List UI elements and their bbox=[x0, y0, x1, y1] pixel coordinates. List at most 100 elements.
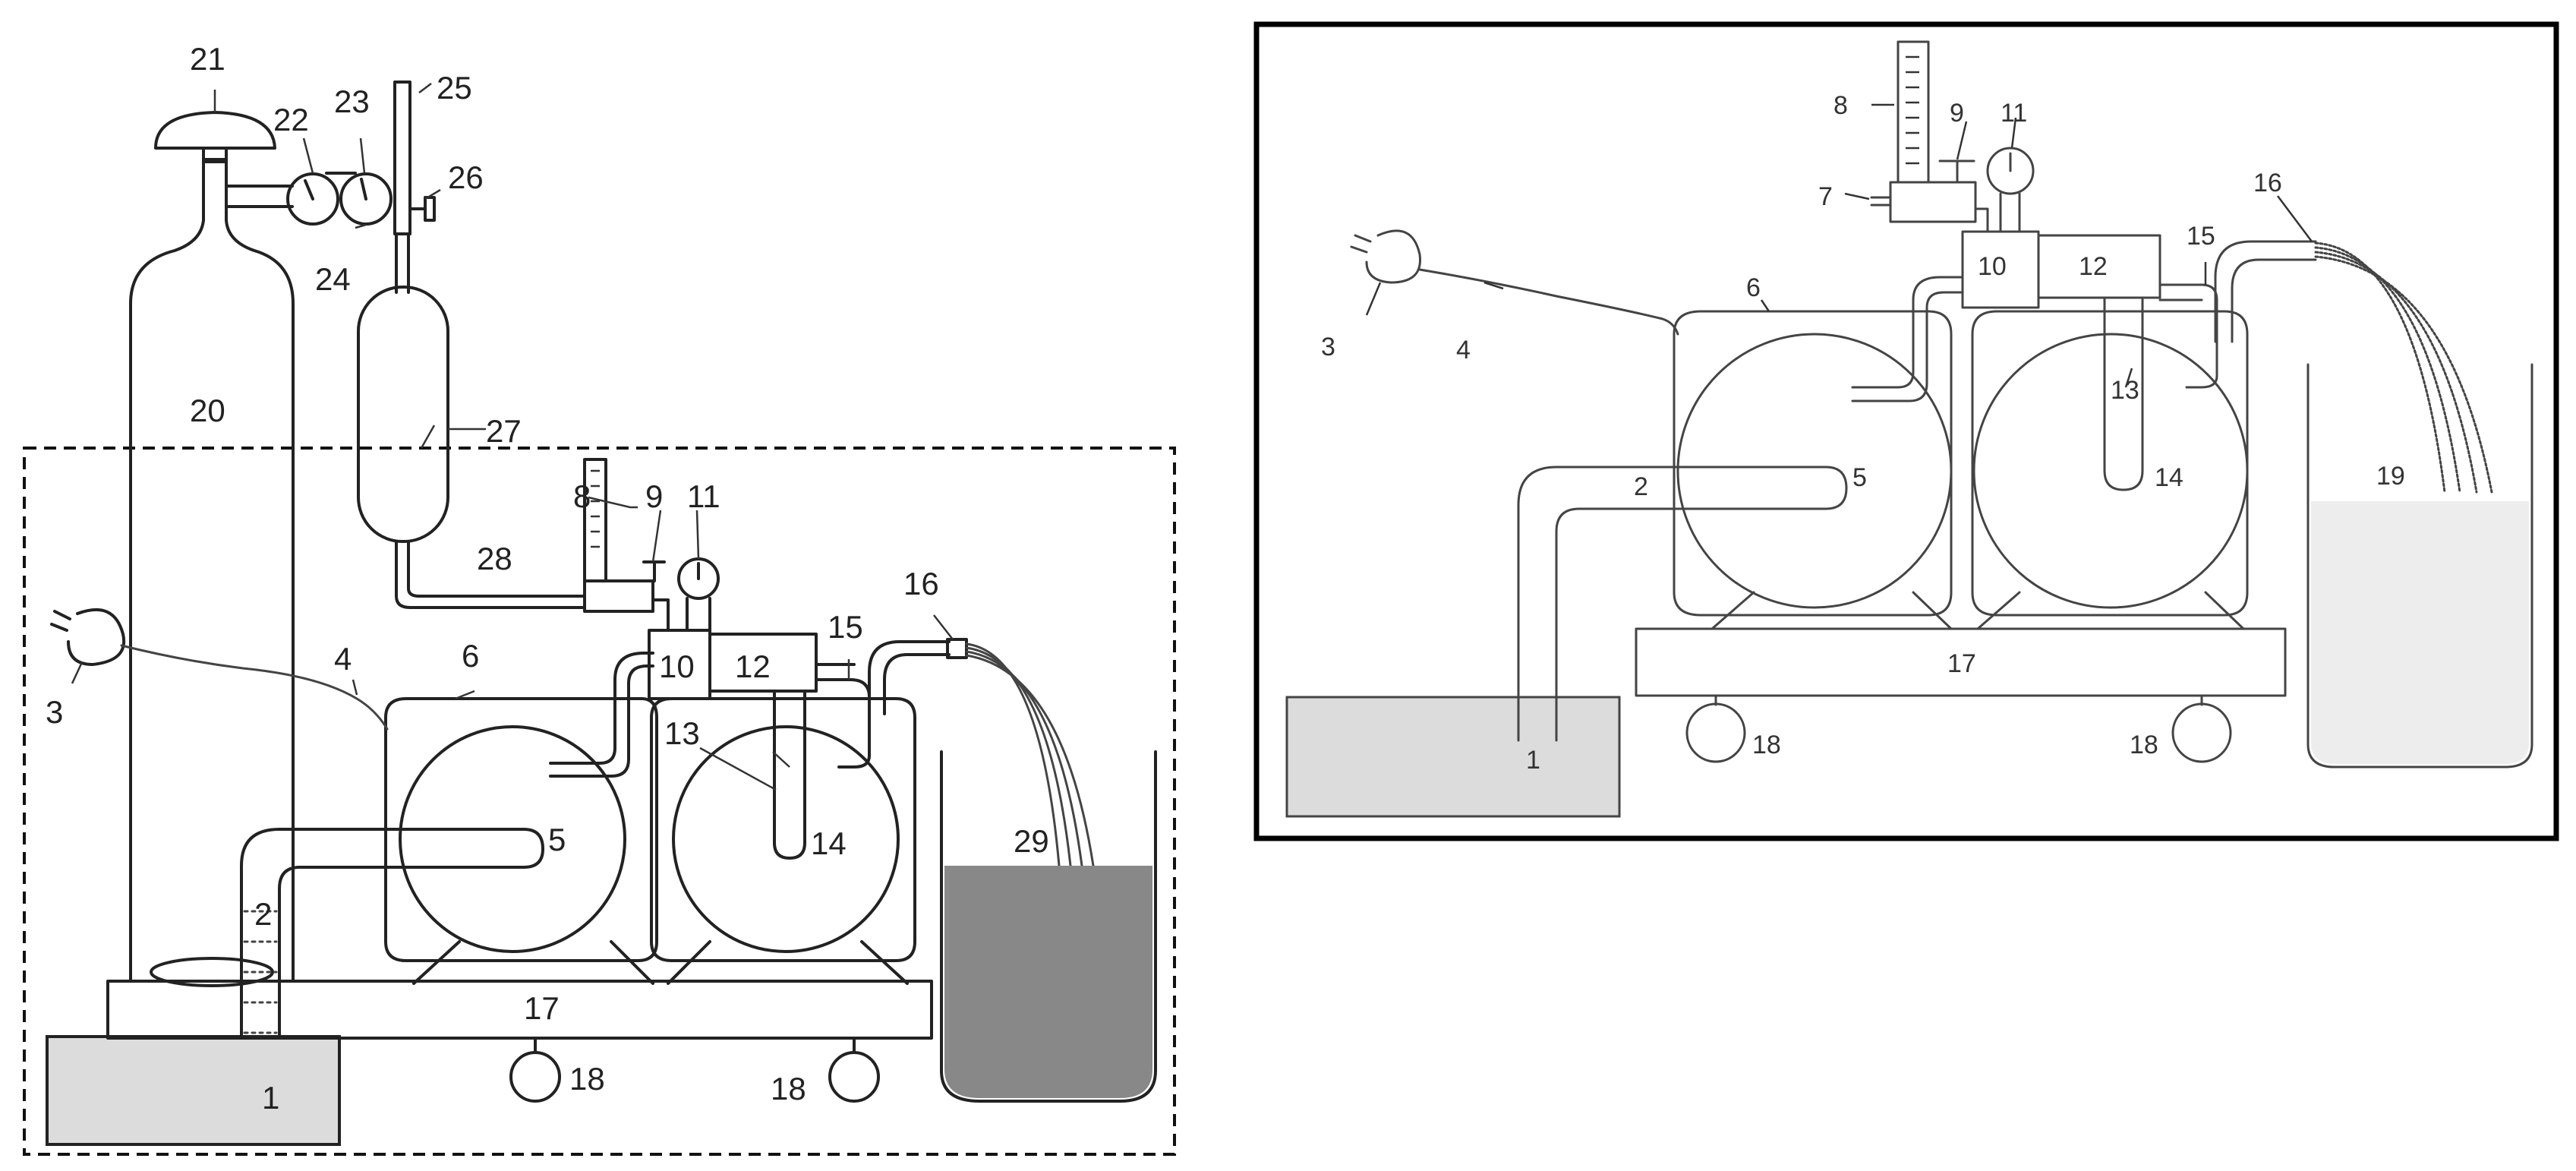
r-wheel-18b bbox=[2171, 702, 2232, 763]
left-dashed-enclosure bbox=[23, 447, 1176, 1156]
label-24: 24 bbox=[315, 261, 351, 297]
machine-housing-left bbox=[384, 697, 658, 962]
r-power-plug bbox=[1365, 229, 1422, 284]
wheel-18b bbox=[828, 1051, 880, 1103]
r-label-17: 17 bbox=[1947, 649, 1976, 678]
power-cable bbox=[120, 644, 389, 731]
label-18a: 18 bbox=[569, 1061, 605, 1097]
label-21: 21 bbox=[190, 41, 225, 77]
r-housing-left bbox=[1673, 310, 1953, 617]
label-27: 27 bbox=[486, 413, 522, 449]
r-power-cable bbox=[1418, 268, 1679, 336]
r-tube-13 bbox=[2103, 296, 2144, 491]
power-plug bbox=[67, 608, 126, 666]
r-label-6: 6 bbox=[1746, 273, 1761, 302]
outlet-pipe-15 bbox=[815, 663, 871, 769]
r-pump-14 bbox=[1972, 333, 2249, 609]
r-pump-5 bbox=[1676, 333, 1953, 609]
flowmeter-8 bbox=[583, 458, 607, 582]
base-plate-17 bbox=[106, 980, 933, 1040]
r-unit-12 bbox=[2037, 234, 2161, 299]
label-23: 23 bbox=[334, 84, 370, 119]
right-frame bbox=[1253, 21, 2559, 841]
r-label-15: 15 bbox=[2187, 222, 2215, 251]
r-label-4: 4 bbox=[1456, 336, 1471, 365]
r-label-12: 12 bbox=[2079, 252, 2108, 281]
cylinder-cap bbox=[154, 111, 276, 150]
r-inlet-pipe-2 bbox=[1517, 466, 1848, 742]
pressure-gauge-24 bbox=[339, 172, 393, 226]
r-container-fill bbox=[2311, 501, 2529, 764]
pump-circle-5 bbox=[399, 725, 626, 953]
r-label-9: 9 bbox=[1950, 99, 1964, 128]
gas-bag bbox=[357, 286, 449, 543]
r-label-11: 11 bbox=[2001, 99, 2027, 128]
r-wheel-18a bbox=[1685, 702, 1746, 763]
label-8: 8 bbox=[573, 478, 591, 514]
label-1: 1 bbox=[262, 1080, 279, 1116]
pump-circle-14 bbox=[672, 725, 900, 953]
r-label-3: 3 bbox=[1321, 333, 1335, 361]
cap-stem bbox=[202, 147, 228, 163]
label-14: 14 bbox=[811, 825, 847, 861]
label-9: 9 bbox=[645, 478, 663, 514]
pressure-gauge-22 bbox=[286, 172, 339, 226]
r-label-18a: 18 bbox=[1752, 731, 1781, 759]
label-25: 25 bbox=[437, 70, 472, 106]
r-flowmeter-8 bbox=[1897, 40, 1930, 184]
label-2: 2 bbox=[254, 896, 272, 932]
r-outlet-15 bbox=[2158, 283, 2218, 389]
r-label-14: 14 bbox=[2155, 463, 2183, 492]
r-container-19 bbox=[2306, 363, 2533, 769]
label-13: 13 bbox=[664, 715, 700, 751]
right-diagram: 8 9 11 7 16 15 10 12 6 3 4 13 2 5 14 19 … bbox=[1253, 21, 2559, 841]
unit-12 bbox=[708, 633, 818, 693]
label-10: 10 bbox=[659, 649, 695, 684]
liquid-fill bbox=[944, 866, 1152, 1098]
label-11: 11 bbox=[687, 478, 720, 514]
left-diagram: 21 22 23 24 25 26 20 27 28 8 9 11 16 15 … bbox=[23, 41, 1176, 1156]
r-outlet-16 bbox=[2214, 240, 2317, 343]
r-label-16: 16 bbox=[2253, 169, 2282, 197]
label-3: 3 bbox=[46, 694, 63, 730]
tube-28 bbox=[395, 540, 586, 609]
r-base-plate-17 bbox=[1635, 627, 2287, 697]
r-label-5: 5 bbox=[1852, 463, 1867, 492]
label-5: 5 bbox=[548, 822, 566, 857]
label-26: 26 bbox=[448, 159, 484, 195]
liquid-tank bbox=[940, 750, 1157, 1103]
tube-13 bbox=[773, 690, 806, 860]
r-label-19: 19 bbox=[2376, 462, 2405, 491]
cylinder-base bbox=[150, 957, 274, 987]
r-label-13: 13 bbox=[2111, 376, 2139, 405]
r-label-1: 1 bbox=[1526, 746, 1540, 775]
r-gauge-11 bbox=[1986, 147, 2035, 195]
r-label-10: 10 bbox=[1978, 252, 2007, 281]
r-housing-right bbox=[1971, 310, 2249, 617]
flowmeter-25 bbox=[393, 80, 411, 235]
inlet-pipe-2 bbox=[240, 828, 544, 1095]
label-17: 17 bbox=[524, 990, 560, 1026]
label-4: 4 bbox=[334, 641, 352, 677]
gas-cylinder bbox=[129, 158, 295, 981]
label-28: 28 bbox=[477, 541, 512, 576]
label-22: 22 bbox=[273, 102, 309, 137]
r-valve-box bbox=[1889, 181, 1977, 223]
label-15: 15 bbox=[828, 609, 863, 645]
label-29: 29 bbox=[1014, 823, 1049, 859]
r-label-18b: 18 bbox=[2130, 731, 2158, 759]
outlet-pipe-16 bbox=[868, 640, 951, 715]
r-label-7: 7 bbox=[1818, 182, 1833, 211]
valve-pipe bbox=[225, 185, 294, 208]
r-label-8: 8 bbox=[1833, 91, 1848, 120]
label-6: 6 bbox=[462, 638, 479, 674]
r-inlet-tray-1 bbox=[1285, 696, 1621, 818]
label-20: 20 bbox=[190, 393, 225, 428]
label-16: 16 bbox=[903, 566, 939, 601]
wheel-18a bbox=[509, 1051, 561, 1103]
inlet-tray-1 bbox=[46, 1035, 341, 1146]
label-18b: 18 bbox=[771, 1071, 806, 1106]
label-12: 12 bbox=[735, 649, 771, 684]
r-label-2: 2 bbox=[1634, 472, 1648, 501]
